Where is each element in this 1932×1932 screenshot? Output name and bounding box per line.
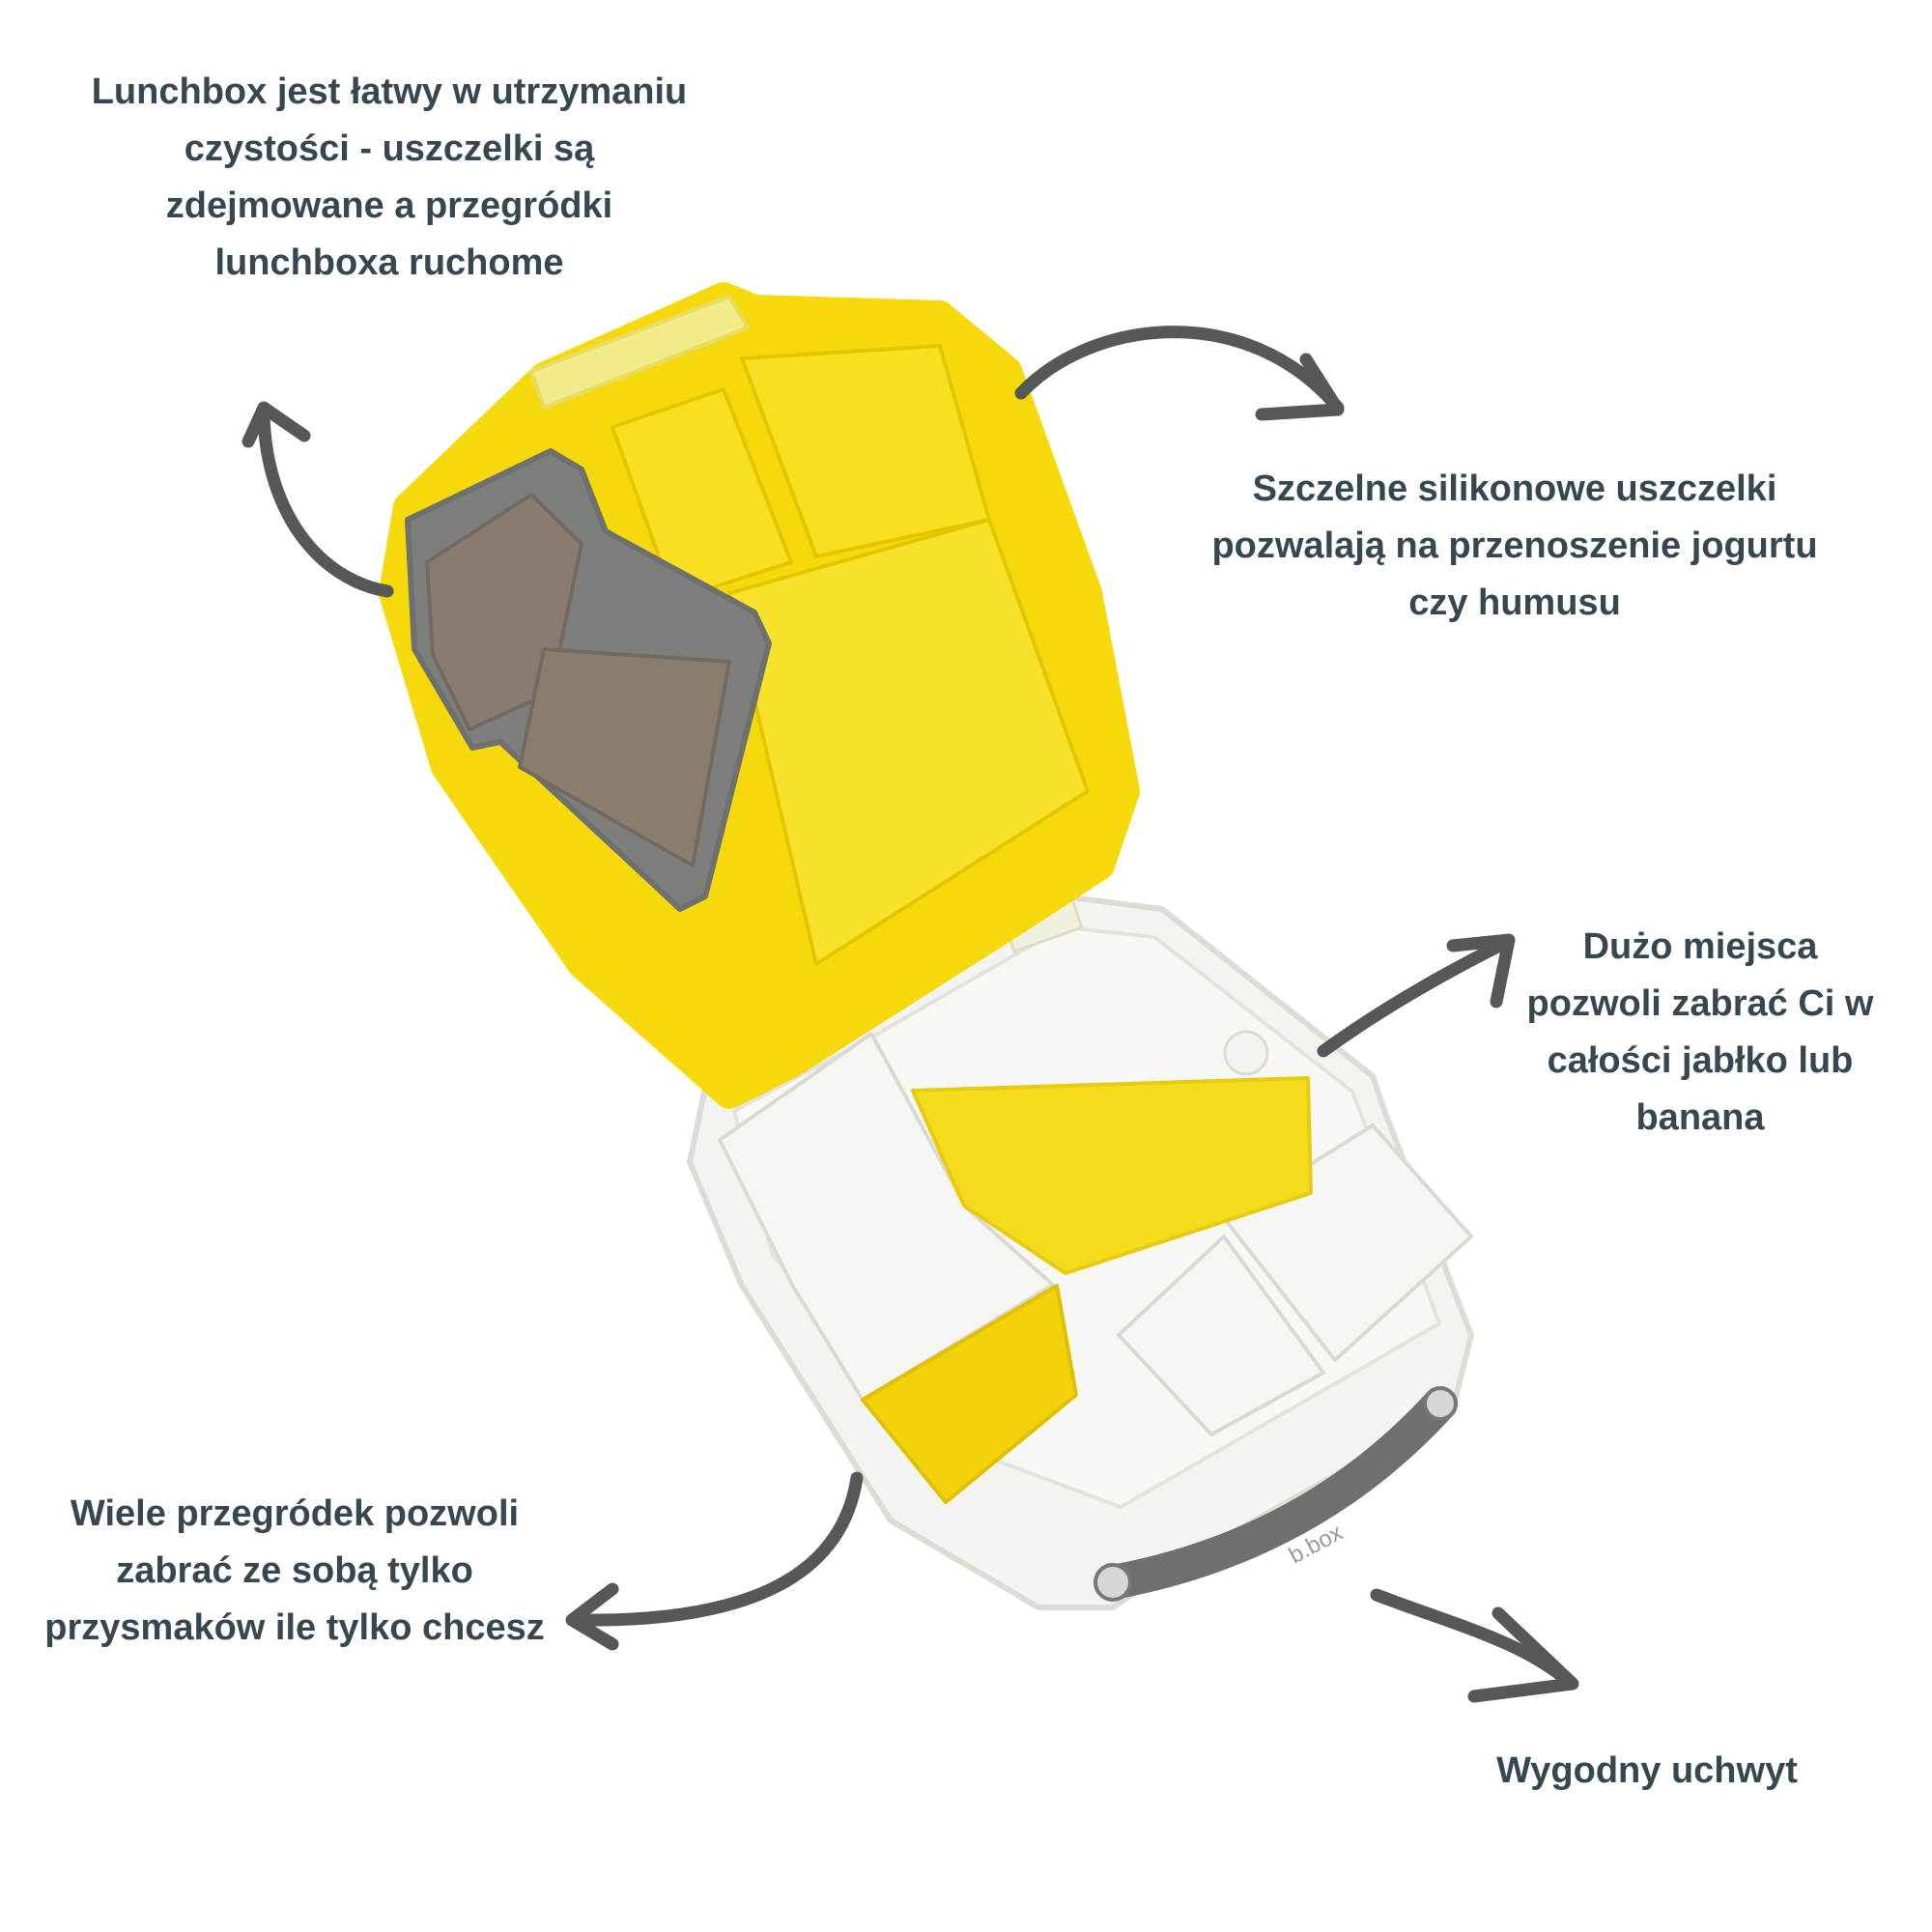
arrow-to-seals (1014, 326, 1345, 421)
base-compartment-middle (1117, 1235, 1325, 1436)
base-yellow-plate (911, 1076, 1313, 1275)
callout-line: zabrać ze sobą tylko (116, 1550, 473, 1591)
callout-handle: Wygodny uchwyt (1454, 1743, 1840, 1800)
callout-line: czy humusu (1408, 582, 1621, 623)
callout-line: Wiele przegródek pozwoli (70, 1493, 520, 1534)
arrow-to-space (1317, 933, 1516, 1058)
silicone-compartment (518, 647, 731, 867)
lid-compartment-large (727, 518, 1090, 966)
callout-line: Szczelne silikonowe uszczelki (1252, 469, 1777, 509)
arrow-to-handle (1370, 1588, 1579, 1703)
callout-line: czystości - uszczelki są (184, 128, 595, 169)
callout-cleaning: Lunchbox jest łatwy w utrzymaniu czystoś… (22, 64, 756, 292)
lid-compartment-small (611, 387, 793, 602)
callout-line: Lunchbox jest łatwy w utrzymaniu (91, 71, 688, 112)
callout-line: Wygodny uchwyt (1496, 1750, 1798, 1791)
callout-line: pozwoli zabrać Ci w (1526, 983, 1874, 1024)
plate-notch (1223, 1030, 1269, 1076)
lid-latch (529, 295, 750, 410)
callout-line: zdejmowane a przegródki (165, 185, 613, 226)
lunchbox-handle (1095, 1386, 1458, 1600)
callout-seals: Szczelne silikonowe uszczelki pozwalają … (1148, 461, 1882, 632)
callout-line: przysmaków ile tylko chcesz (44, 1607, 545, 1648)
handle-rivet-left (1094, 1563, 1132, 1602)
callout-line: całości jabłko lub (1547, 1040, 1854, 1081)
callout-line: Dużo miejsca (1582, 926, 1818, 967)
arrow-to-compartments (565, 1471, 864, 1651)
handle-rivet-right (1423, 1386, 1458, 1421)
callout-line: pozwalają na przenoszenie jogurtu (1211, 526, 1818, 566)
base-compartment-left (718, 1032, 1055, 1402)
arrow-to-cleaning (242, 401, 394, 598)
callout-space: Dużo miejsca pozwoli zabrać Ci w całości… (1488, 919, 1913, 1147)
base-yellow-divider (861, 1284, 1078, 1504)
callout-line: lunchboxa ruchome (214, 242, 564, 283)
callout-compartments: Wiele przegródek pozwoli zabrać ze sobą … (10, 1486, 580, 1657)
callout-line: banana (1635, 1097, 1765, 1138)
